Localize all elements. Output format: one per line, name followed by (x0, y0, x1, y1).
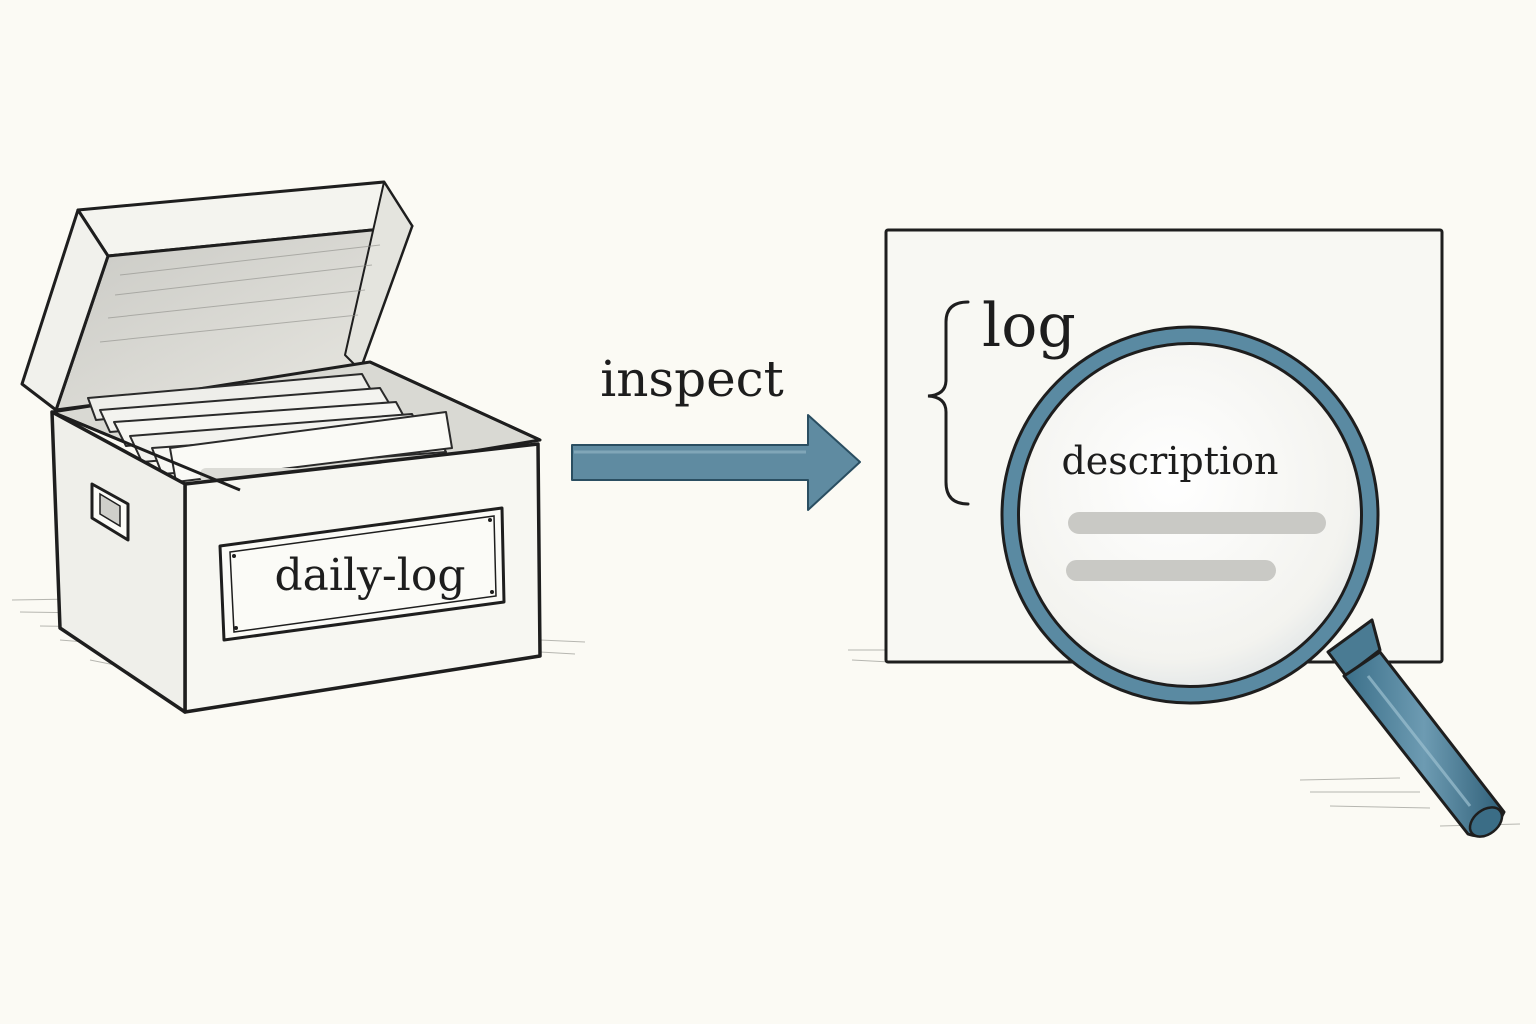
log-card-group: log description (848, 228, 1521, 838)
box-label: daily-log (275, 550, 466, 601)
magnifier-handle (1326, 618, 1506, 838)
card-title: log (982, 291, 1076, 361)
magnifier-lens: description (1000, 325, 1380, 705)
box-handle (90, 482, 130, 542)
lens-label: description (1061, 439, 1278, 483)
arrow-shape (571, 414, 861, 511)
box-files (87, 373, 453, 483)
brace-icon (927, 300, 970, 506)
arrow-label: inspect (600, 350, 784, 408)
card-shadow (848, 649, 1521, 827)
file-box: daily-log (11, 180, 586, 714)
box-side (50, 410, 187, 714)
box-label-plate: daily-log (218, 506, 506, 642)
inspect-arrow: inspect (571, 350, 861, 511)
